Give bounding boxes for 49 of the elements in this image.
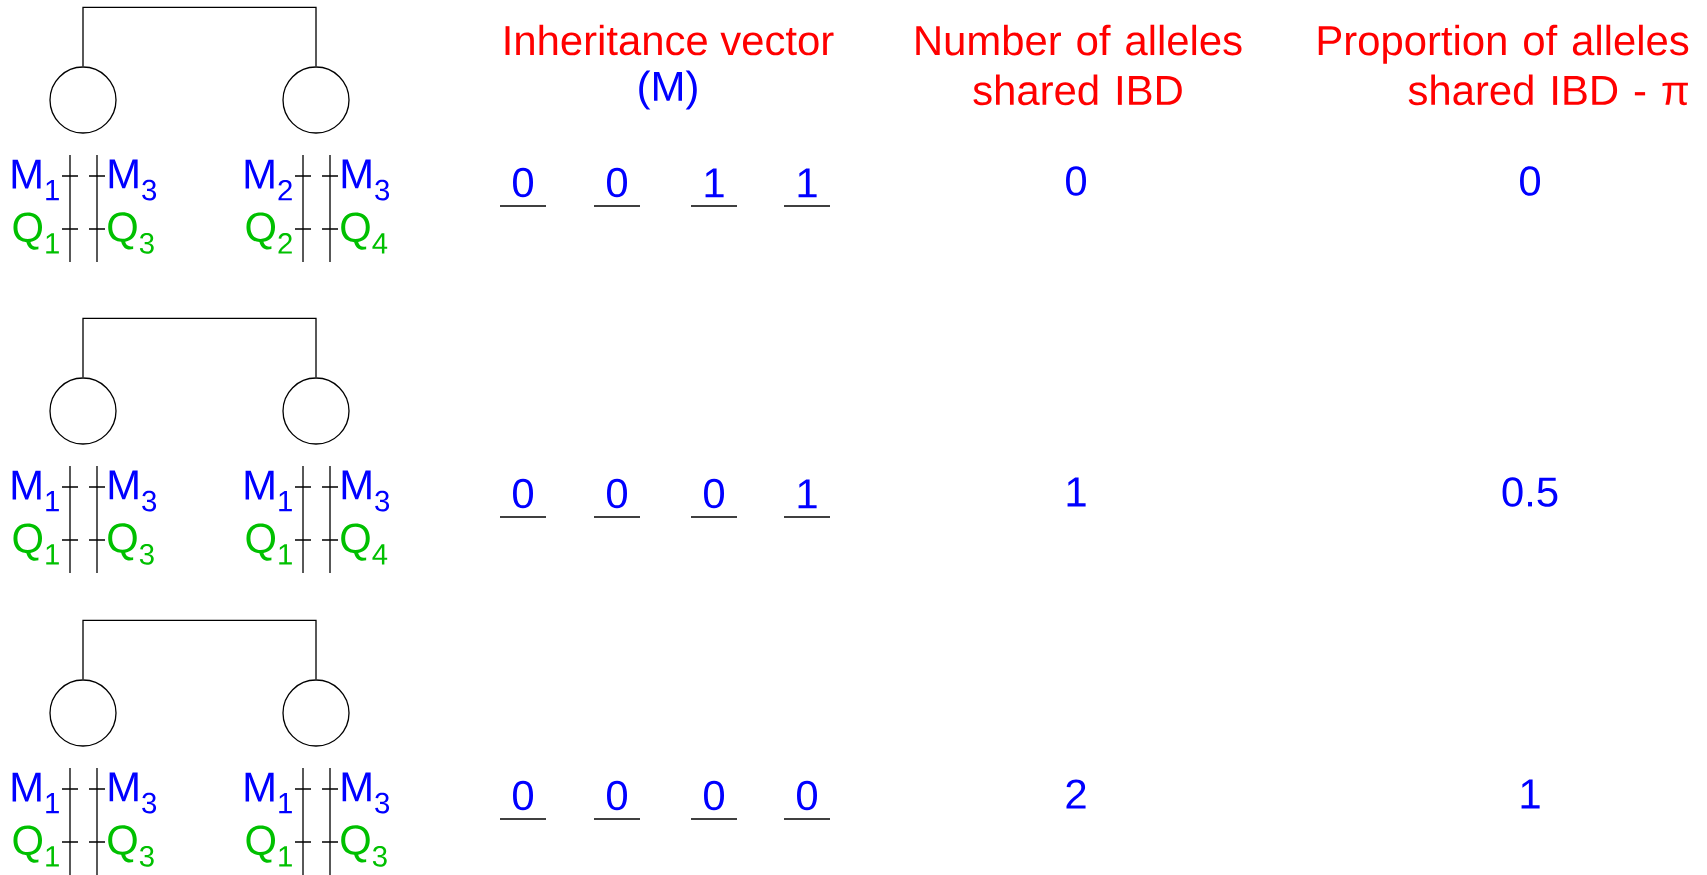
marker-label: M$_{3}$ xyxy=(342,159,390,201)
table-value: 0 xyxy=(1066,166,1086,196)
locus-label: Q$_{4}$ xyxy=(341,212,388,254)
underlined-digit: 0 xyxy=(593,478,641,518)
underlined-digit: 1 xyxy=(690,168,738,207)
underlined-digit: 0 xyxy=(783,780,831,820)
locus-label: Q$_{1}$ xyxy=(246,523,292,565)
marker-label: M$_{3}$ xyxy=(109,159,157,201)
locus-label: Q$_{3}$ xyxy=(108,825,154,867)
locus-label: Q$_{1}$ xyxy=(246,825,292,867)
underlined-digit: 0 xyxy=(690,478,738,518)
locus-label: Q$_{4}$ xyxy=(341,523,388,565)
table-value: 0.5 xyxy=(1502,477,1558,507)
locus-label: Q$_{1}$ xyxy=(13,825,59,867)
column-header: Number of alleles shared IBD xyxy=(916,24,1242,106)
table-value: 0 xyxy=(1520,166,1540,196)
underlined-digit: 0 xyxy=(499,780,547,820)
underlined-digit: 1 xyxy=(783,168,831,207)
locus-label: Q$_{2}$ xyxy=(246,212,292,254)
person-circle xyxy=(49,377,117,445)
underlined-digit: 0 xyxy=(593,780,641,820)
locus-label: Q$_{3}$ xyxy=(341,825,387,867)
sibship-line xyxy=(82,317,317,378)
table-value: 2 xyxy=(1066,779,1086,809)
underlined-digit: 0 xyxy=(499,167,547,207)
sibship-line xyxy=(82,6,317,67)
marker-label: M$_{3}$ xyxy=(342,772,390,814)
person-circle xyxy=(49,66,117,134)
locus-label: Q$_{1}$ xyxy=(13,212,59,254)
underlined-digit: 1 xyxy=(783,479,831,518)
marker-label: M$_{2}$ xyxy=(245,159,292,201)
underlined-digit: 0 xyxy=(499,478,547,518)
marker-label: M$_{3}$ xyxy=(342,470,390,512)
person-circle xyxy=(49,679,117,747)
person-circle xyxy=(282,66,350,134)
marker-label: M$_{3}$ xyxy=(109,470,157,512)
column-header: (M) xyxy=(639,70,697,110)
locus-label: Q$_{3}$ xyxy=(108,212,154,254)
marker-label: M$_{3}$ xyxy=(109,772,157,814)
locus-label: Q$_{3}$ xyxy=(108,523,154,565)
person-circle xyxy=(282,377,350,445)
table-value: 1 xyxy=(1067,477,1086,507)
table-value: 1 xyxy=(1521,779,1540,809)
column-header: Proportion of alleles shared IBD - π xyxy=(1318,24,1689,106)
sibship-line xyxy=(82,619,317,680)
person-circle xyxy=(282,679,350,747)
underlined-digit: 0 xyxy=(593,167,641,207)
locus-label: Q$_{1}$ xyxy=(13,523,59,565)
underlined-digit: 0 xyxy=(690,780,738,820)
